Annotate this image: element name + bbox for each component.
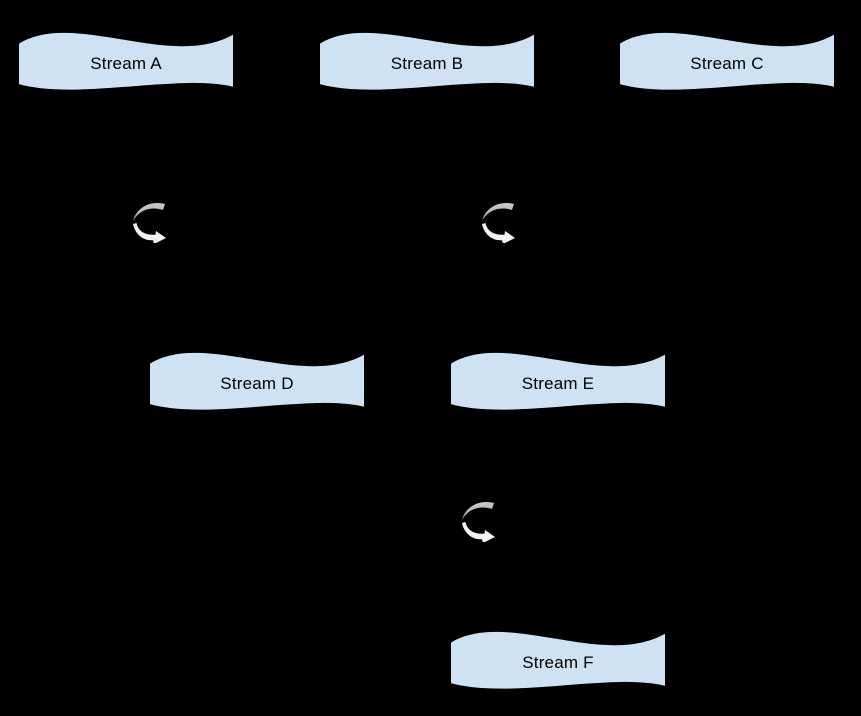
stream-node-f[interactable]: Stream F: [450, 627, 666, 698]
loop-arrow-icon: [481, 202, 517, 243]
stream-node-e[interactable]: Stream E: [450, 348, 666, 419]
stream-node-c[interactable]: Stream C: [619, 28, 835, 99]
tape-shape-icon: [319, 30, 535, 92]
tape-shape-icon: [149, 350, 365, 412]
stream-node-a[interactable]: Stream A: [18, 28, 234, 99]
loop-arrow-icon: [461, 501, 497, 542]
stream-node-d[interactable]: Stream D: [149, 348, 365, 419]
tape-shape-icon: [18, 30, 234, 92]
tape-shape-icon: [450, 350, 666, 412]
stream-node-b[interactable]: Stream B: [319, 28, 535, 99]
loop-arrow-icon: [132, 202, 168, 243]
tape-shape-icon: [619, 30, 835, 92]
tape-shape-icon: [450, 629, 666, 691]
